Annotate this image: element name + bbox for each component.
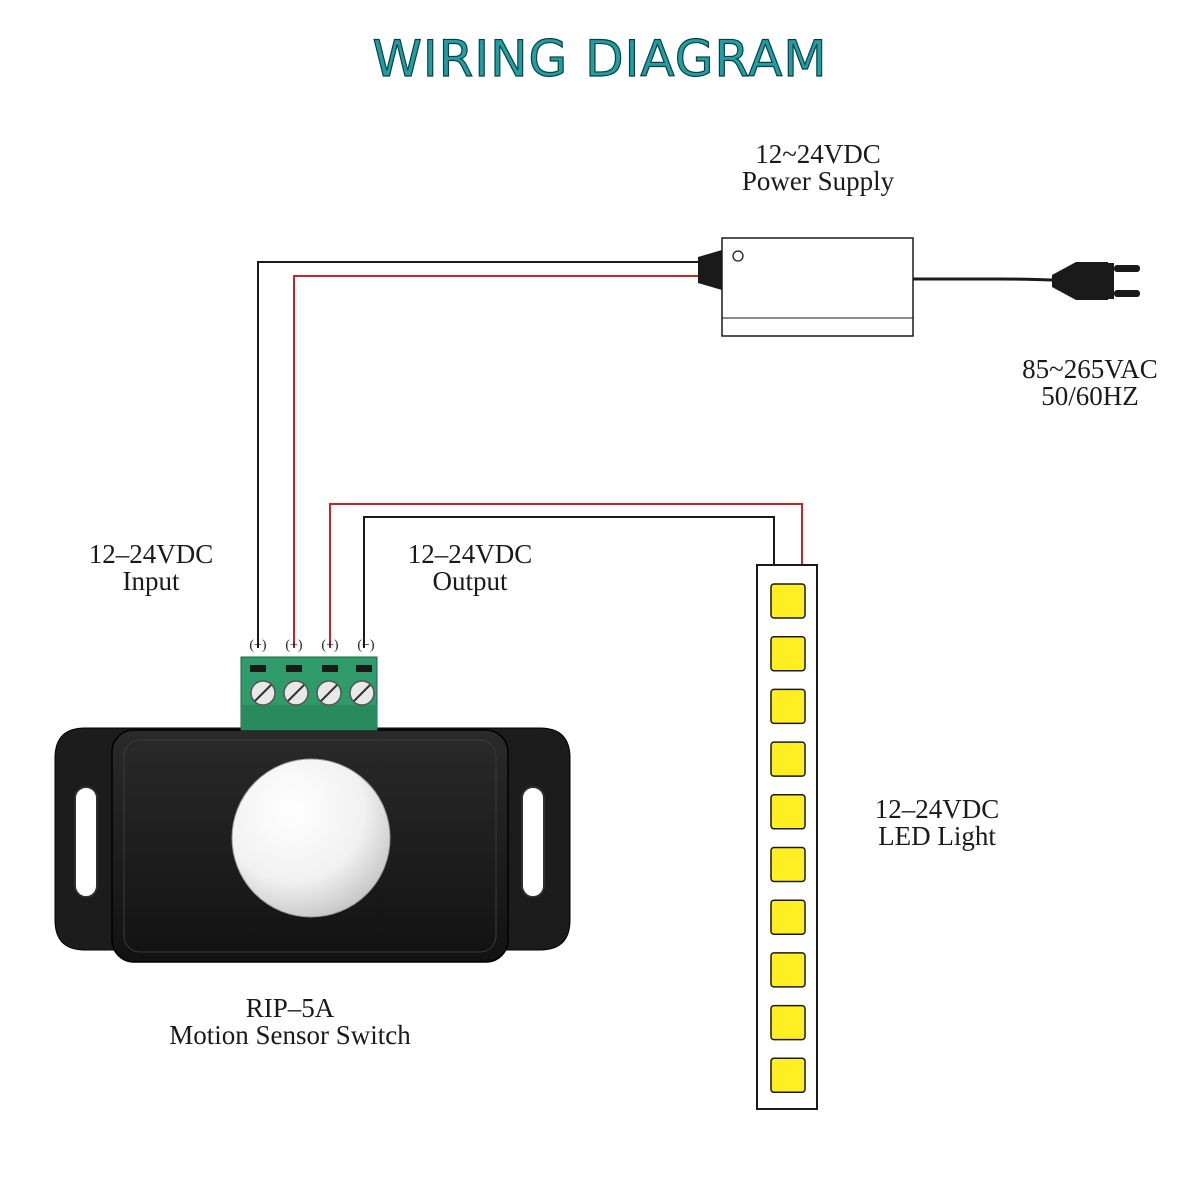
led-chip [770, 899, 806, 935]
led-strip-icon [756, 564, 818, 1110]
led-chip [770, 583, 806, 619]
led-chip [770, 741, 806, 777]
output-negative-wire [363, 516, 775, 648]
terminal-screw-3 [316, 680, 342, 706]
led-chip [770, 635, 806, 672]
led-chip [770, 952, 806, 988]
input-positive-wire [293, 275, 700, 648]
led-chips [770, 583, 806, 1094]
input-label: Input [123, 566, 180, 596]
led-voltage: 12–24VDC [875, 794, 1000, 824]
led-chip [770, 846, 806, 883]
led-chip [770, 688, 806, 725]
output-positive-wire [329, 503, 803, 648]
input-voltage: 12–24VDC [89, 539, 214, 569]
led-label: LED Light [878, 821, 996, 851]
diagram-title: WIRING DIAGRAM [372, 30, 827, 88]
power-supply-voltage: 12~24VDC [755, 139, 881, 169]
power-supply-label: Power Supply [742, 166, 895, 196]
input-negative-wire [257, 261, 700, 648]
pir-sensor-icon [54, 727, 571, 963]
output-label: Output [432, 566, 508, 596]
terminal-screw-4 [349, 680, 375, 706]
sensor-label: Motion Sensor Switch [169, 1020, 411, 1050]
mains-voltage: 85~265VAC [1022, 354, 1158, 384]
led-chip [770, 794, 806, 830]
mains-frequency: 50/60HZ [1041, 381, 1139, 411]
sensor-model: RIP–5A [246, 993, 335, 1023]
power-adapter-icon [698, 237, 914, 337]
led-chip [770, 1057, 806, 1094]
terminal-output-positive-label: (+) [321, 638, 339, 653]
eu-plug-icon [1052, 262, 1140, 300]
output-voltage: 12–24VDC [408, 539, 533, 569]
mains-cable [913, 277, 1053, 282]
terminal-output-negative-label: (−) [357, 638, 375, 653]
terminal-screw-2 [283, 680, 309, 706]
led-chip [770, 1004, 806, 1041]
terminal-input-negative-label: (−) [249, 638, 267, 653]
terminal-screw-1 [250, 680, 276, 706]
terminal-input-positive-label: (+) [285, 638, 303, 653]
